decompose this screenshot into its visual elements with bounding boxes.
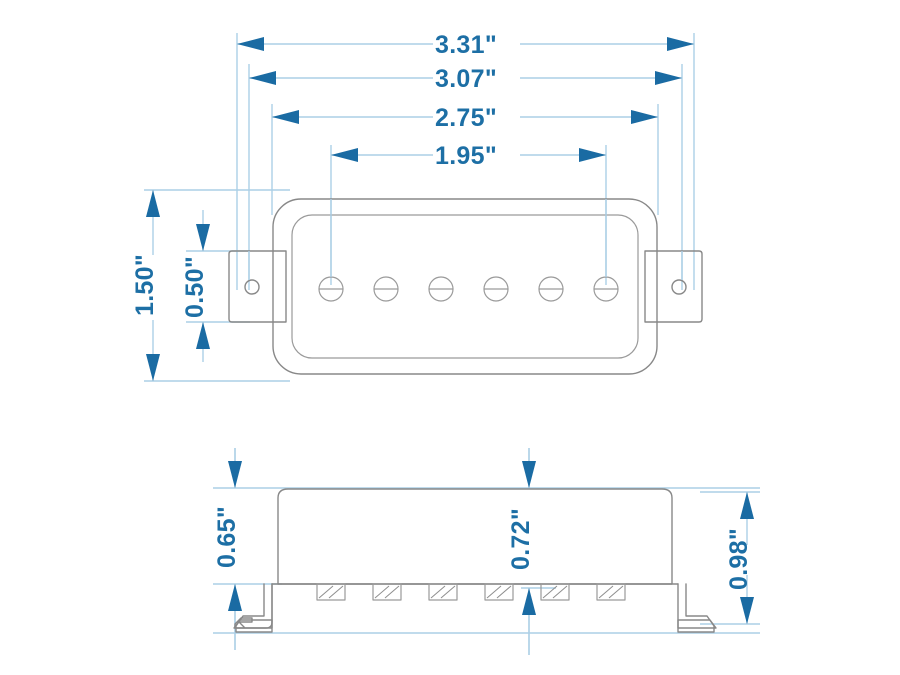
dimension-mounting-hole-span: 3.07" bbox=[249, 65, 682, 93]
arrow-left bbox=[272, 110, 299, 124]
dimension-label-overall-width: 3.31" bbox=[435, 31, 497, 59]
dimension-overall-width: 3.31" bbox=[237, 31, 694, 59]
cover-side-profile bbox=[277, 488, 673, 585]
mounting-hole-left bbox=[244, 279, 260, 295]
dimension-baseplate-depth: 0.72" bbox=[507, 448, 536, 655]
pole-screw bbox=[538, 276, 564, 302]
dimension-label-overall-height: 1.50" bbox=[131, 254, 159, 316]
arrow-right bbox=[631, 110, 658, 124]
arrow-up bbox=[522, 588, 536, 615]
mounting-leg-left-profile bbox=[235, 583, 273, 633]
arrow-down bbox=[196, 224, 210, 251]
pole-slot bbox=[372, 583, 402, 601]
arrow-up bbox=[146, 190, 160, 217]
dimension-label-mounting-hole-span: 3.07" bbox=[435, 65, 497, 93]
mounting-tab-right bbox=[644, 250, 703, 323]
dimension-label-cover-width: 2.75" bbox=[435, 104, 497, 132]
arrow-right bbox=[579, 148, 606, 162]
arrow-left bbox=[237, 37, 264, 51]
dimension-label-cover-depth: 0.65" bbox=[213, 506, 241, 568]
dimension-label-total-depth: 0.98" bbox=[725, 528, 753, 590]
dimension-label-baseplate-depth: 0.72" bbox=[507, 508, 535, 570]
cover-inner-bezel bbox=[291, 214, 639, 359]
dimension-tab-offset: 0.50" bbox=[181, 210, 210, 362]
arrow-right bbox=[667, 37, 694, 51]
dimension-label-tab-offset: 0.50" bbox=[181, 256, 209, 318]
pole-screw bbox=[373, 276, 399, 302]
dimension-total-depth: 0.98" bbox=[700, 491, 760, 625]
top-view-part bbox=[228, 198, 703, 375]
arrow-left bbox=[249, 71, 276, 85]
arrow-down bbox=[146, 354, 160, 381]
pole-screws-group bbox=[318, 276, 619, 302]
mounting-tab-left bbox=[228, 250, 287, 323]
arrow-up bbox=[228, 584, 242, 611]
dimension-label-pole-span: 1.95" bbox=[435, 142, 497, 170]
arrow-right bbox=[655, 71, 682, 85]
dimension-cover-width: 2.75" bbox=[272, 104, 658, 132]
pole-slot bbox=[540, 583, 570, 601]
pole-slot bbox=[596, 583, 626, 601]
arrow-down bbox=[228, 461, 242, 488]
mounting-leg-right-foot bbox=[677, 619, 717, 629]
top-view-extension-lines bbox=[236, 33, 695, 290]
pole-screw bbox=[428, 276, 454, 302]
dimension-overall-height: 1.50" bbox=[131, 190, 160, 381]
dimension-cover-depth: 0.65" bbox=[213, 448, 242, 650]
side-view-part bbox=[233, 488, 717, 633]
cover-outer-outline bbox=[272, 198, 658, 375]
pole-slot bbox=[484, 583, 514, 601]
arrow-left bbox=[331, 148, 358, 162]
arrow-down bbox=[522, 461, 536, 488]
arrow-down bbox=[740, 597, 754, 624]
pole-slots-group bbox=[316, 583, 626, 601]
pole-screw bbox=[483, 276, 509, 302]
arrow-up bbox=[196, 322, 210, 349]
mounting-hole-right bbox=[671, 279, 687, 295]
arrow-up bbox=[740, 492, 754, 519]
pole-slot bbox=[428, 583, 458, 601]
pole-slot bbox=[316, 583, 346, 601]
dimension-pole-span: 1.95" bbox=[331, 142, 606, 170]
